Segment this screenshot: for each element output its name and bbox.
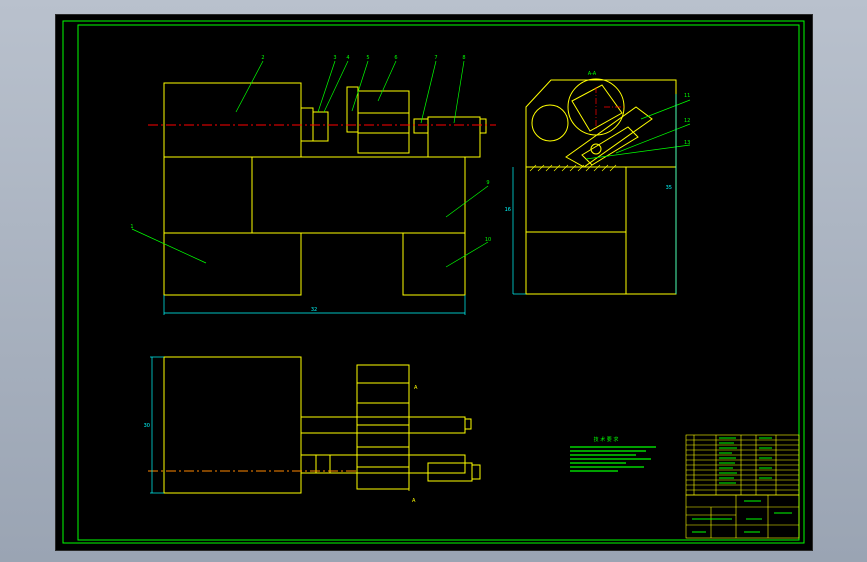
part-number-6: 6: [394, 55, 397, 61]
part-number-11: 11: [684, 93, 690, 99]
front-headstock-block: [163, 82, 302, 158]
side-spindle-circle: [531, 104, 569, 142]
side-section-label: A-A: [588, 71, 597, 77]
side-upper-housing: [525, 79, 677, 167]
top-main-block: [163, 356, 302, 494]
front-left-leg: [163, 232, 302, 296]
front-width-dimension: [163, 295, 466, 315]
top-section-marker-bottom: A: [412, 498, 416, 504]
front-chuck: [312, 111, 329, 142]
side-view: [525, 78, 677, 295]
front-tailstock-quill: [413, 118, 429, 134]
front-part-numbers: 1 2 3 4 5 6 7 8 9 10: [130, 55, 491, 243]
side-small-circle: [590, 143, 602, 155]
side-tool-holder: [581, 126, 639, 166]
front-tailstock: [427, 116, 481, 158]
front-bed-upper: [163, 156, 466, 234]
parts-list: [685, 434, 800, 496]
part-number-3: 3: [333, 55, 336, 61]
top-front-rail: [300, 454, 466, 474]
part-number-10: 10: [485, 237, 491, 243]
front-tailstock-handwheel: [479, 118, 487, 134]
top-spindle-head: [315, 454, 331, 474]
top-left-dimension-value: 30: [144, 423, 150, 429]
front-leaders: [131, 60, 489, 268]
front-right-leg: [402, 232, 466, 296]
cad-viewport[interactable]: 1 2 3 4 5 6 7 8 9 10 32: [55, 14, 813, 551]
parts-list-text: [719, 437, 772, 484]
side-tool-rest: [565, 106, 653, 168]
side-right-dimension: 35: [666, 185, 672, 191]
tech-requirements-title: 技 术 要 求: [594, 436, 619, 443]
part-number-9: 9: [486, 180, 489, 186]
front-carriage: [357, 90, 410, 154]
inner-frame: [77, 24, 800, 541]
side-hatching: [529, 164, 617, 172]
title-block-text: [692, 500, 792, 533]
top-carriage: [356, 364, 410, 490]
tech-requirements-notes: [570, 446, 656, 472]
side-left-dimension: 16: [505, 207, 511, 213]
side-part-numbers: 11 12 13: [684, 93, 690, 146]
side-dimensions: [512, 94, 677, 295]
title-block: [685, 494, 800, 539]
part-number-4: 4: [346, 55, 349, 61]
front-view: [163, 82, 487, 296]
outer-frame: [62, 20, 805, 544]
top-view: [163, 356, 481, 494]
front-width-value: 32: [311, 307, 317, 313]
top-rear-tailstock: [464, 418, 472, 430]
part-number-5: 5: [366, 55, 369, 61]
top-tailstock-handwheel: [471, 464, 481, 480]
top-section-marker-top: A: [414, 385, 418, 391]
cad-drawing: 1 2 3 4 5 6 7 8 9 10 32: [62, 20, 805, 544]
side-leaders: [585, 99, 691, 160]
part-number-2: 2: [261, 55, 264, 61]
part-number-8: 8: [462, 55, 465, 61]
side-rotated-block: [571, 84, 623, 132]
top-left-dimension: [150, 356, 164, 494]
part-number-1: 1: [130, 224, 133, 230]
part-number-7: 7: [434, 55, 437, 61]
part-number-12: 12: [684, 118, 690, 124]
side-bed: [525, 166, 677, 295]
part-number-13: 13: [684, 140, 690, 146]
